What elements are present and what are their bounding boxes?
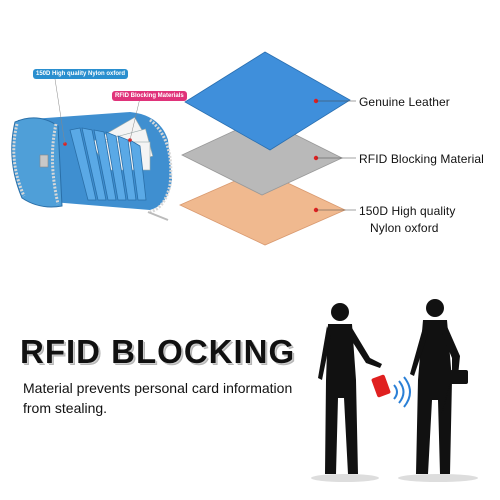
- rfid-tag: RFID Blocking Materials: [112, 91, 187, 101]
- headline: RFID BLOCKING: [20, 333, 296, 370]
- red-card-icon: [371, 374, 391, 398]
- subtext: Material prevents personal card informat…: [23, 380, 293, 416]
- material-layers: [179, 51, 356, 246]
- oxford-tag: 150D High quality Nylon oxford: [33, 69, 129, 79]
- layer-label-nylon-line1: 150D High quality: [359, 204, 456, 218]
- layer-label-rfid: RFID Blocking Material: [359, 152, 484, 166]
- leather-layer: [184, 51, 351, 151]
- person-silhouette-right: [410, 299, 468, 474]
- wallet-illustration: [11, 78, 173, 221]
- rfid-signal-icon: [393, 376, 411, 408]
- silhouettes-scene: [311, 299, 478, 482]
- person-silhouette-left: [318, 303, 382, 474]
- layer-label-nylon-line2: Nylon oxford: [370, 221, 439, 235]
- layer-label-leather: Genuine Leather: [359, 95, 450, 109]
